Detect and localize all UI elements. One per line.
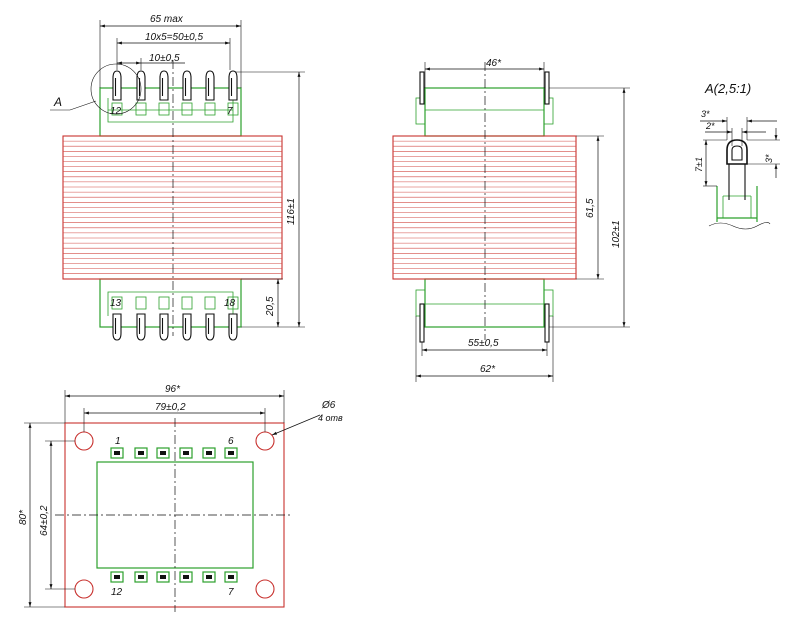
front-upper-pin — [158, 70, 170, 116]
side-core — [392, 135, 577, 280]
detail-callout-label: A — [53, 95, 62, 109]
front-view: A 65 max 10x5=50±0,5 10±0,5 116±1 20,5 1… — [50, 14, 305, 341]
bottom-pin-pad — [224, 571, 238, 583]
bottom-pin-label-6: 6 — [228, 436, 234, 447]
front-upper-pin — [204, 70, 216, 116]
dim-pin-pitch: 10±0,5 — [149, 53, 180, 64]
bottom-pin-label-7: 7 — [228, 587, 234, 598]
front-lower-pin — [111, 296, 123, 341]
dim-lower-pin: 20,5 — [265, 296, 276, 317]
pin-label-12: 12 — [110, 106, 122, 117]
dim-height: 116±1 — [286, 198, 297, 225]
bottom-pin-pad — [202, 571, 216, 583]
bottom-pin-pad — [110, 447, 124, 459]
dim-bottom-height: 80* — [18, 509, 29, 525]
bottom-view: 96* 79±0,2 Ø6 4 отв 80* 64±0,2 1 6 12 7 — [18, 384, 343, 612]
front-lower-pin — [135, 296, 147, 341]
dim-overall-width: 65 max — [150, 14, 184, 25]
detail-circle-a — [90, 63, 142, 115]
side-lower-bracket — [415, 278, 554, 343]
pin-label-18: 18 — [224, 298, 236, 309]
dim-side-top: 46* — [486, 58, 502, 69]
bottom-top-pins — [110, 447, 238, 459]
dim-bottom-outer: 62* — [480, 364, 496, 375]
front-upper-pin — [227, 70, 239, 116]
front-lower-pin — [227, 296, 239, 341]
detail-dim-inner: 2* — [705, 121, 715, 131]
front-core-laminations — [63, 140, 282, 274]
bottom-pin-pad — [110, 571, 124, 583]
pin-label-13: 13 — [110, 298, 122, 309]
dim-total-height: 102±1 — [611, 220, 622, 248]
bottom-pin-label-12: 12 — [111, 587, 123, 598]
mount-hole-bottom-right — [255, 579, 275, 599]
front-lower-pin — [204, 296, 216, 341]
front-lower-pin — [158, 296, 170, 341]
mount-hole-top-right — [255, 431, 275, 451]
detail-dim-length: 7±1 — [694, 157, 704, 172]
dim-hole-diameter: Ø6 — [321, 400, 336, 411]
side-view: 46* 61,5 102±1 55±0,5 62* — [392, 58, 630, 382]
bottom-pin-pad — [156, 571, 170, 583]
bottom-pin-pad — [202, 447, 216, 459]
front-upper-pin — [135, 70, 147, 116]
mount-hole-bottom-left — [74, 579, 94, 599]
detail-dim-right: 3* — [764, 154, 774, 163]
dim-holes-span: 79±0,2 — [155, 402, 186, 413]
bottom-pin-pad — [134, 447, 148, 459]
front-upper-pin — [181, 70, 193, 116]
side-core-laminations — [393, 140, 576, 274]
front-lower-pins — [111, 296, 239, 341]
dim-hole-count: 4 отв — [318, 413, 343, 423]
dim-core-height: 61,5 — [585, 198, 596, 218]
front-upper-pin — [111, 70, 123, 116]
bottom-pin-pad — [224, 447, 238, 459]
bottom-pin-pad — [179, 447, 193, 459]
front-core — [62, 135, 283, 280]
dim-holes-height: 64±0,2 — [39, 505, 50, 536]
front-upper-pins — [111, 70, 239, 116]
front-lower-pin — [181, 296, 193, 341]
bottom-pin-label-1: 1 — [115, 436, 121, 447]
side-upper-bracket — [415, 71, 554, 137]
dim-bottom-inner: 55±0,5 — [468, 338, 499, 349]
mount-hole-top-left — [74, 431, 94, 451]
detail-title: A(2,5:1) — [704, 81, 751, 96]
pin-label-7: 7 — [227, 106, 233, 117]
bottom-pin-pad — [179, 571, 193, 583]
dim-pin-span: 10x5=50±0,5 — [145, 32, 203, 43]
detail-dim-outer: 3* — [701, 109, 710, 119]
bottom-pin-pad — [156, 447, 170, 459]
bottom-pin-pad — [134, 571, 148, 583]
bottom-bottom-pins — [110, 571, 238, 583]
detail-view: A(2,5:1) 3* 2* 7±1 3* — [694, 81, 780, 230]
dim-bottom-width: 96* — [165, 384, 181, 395]
